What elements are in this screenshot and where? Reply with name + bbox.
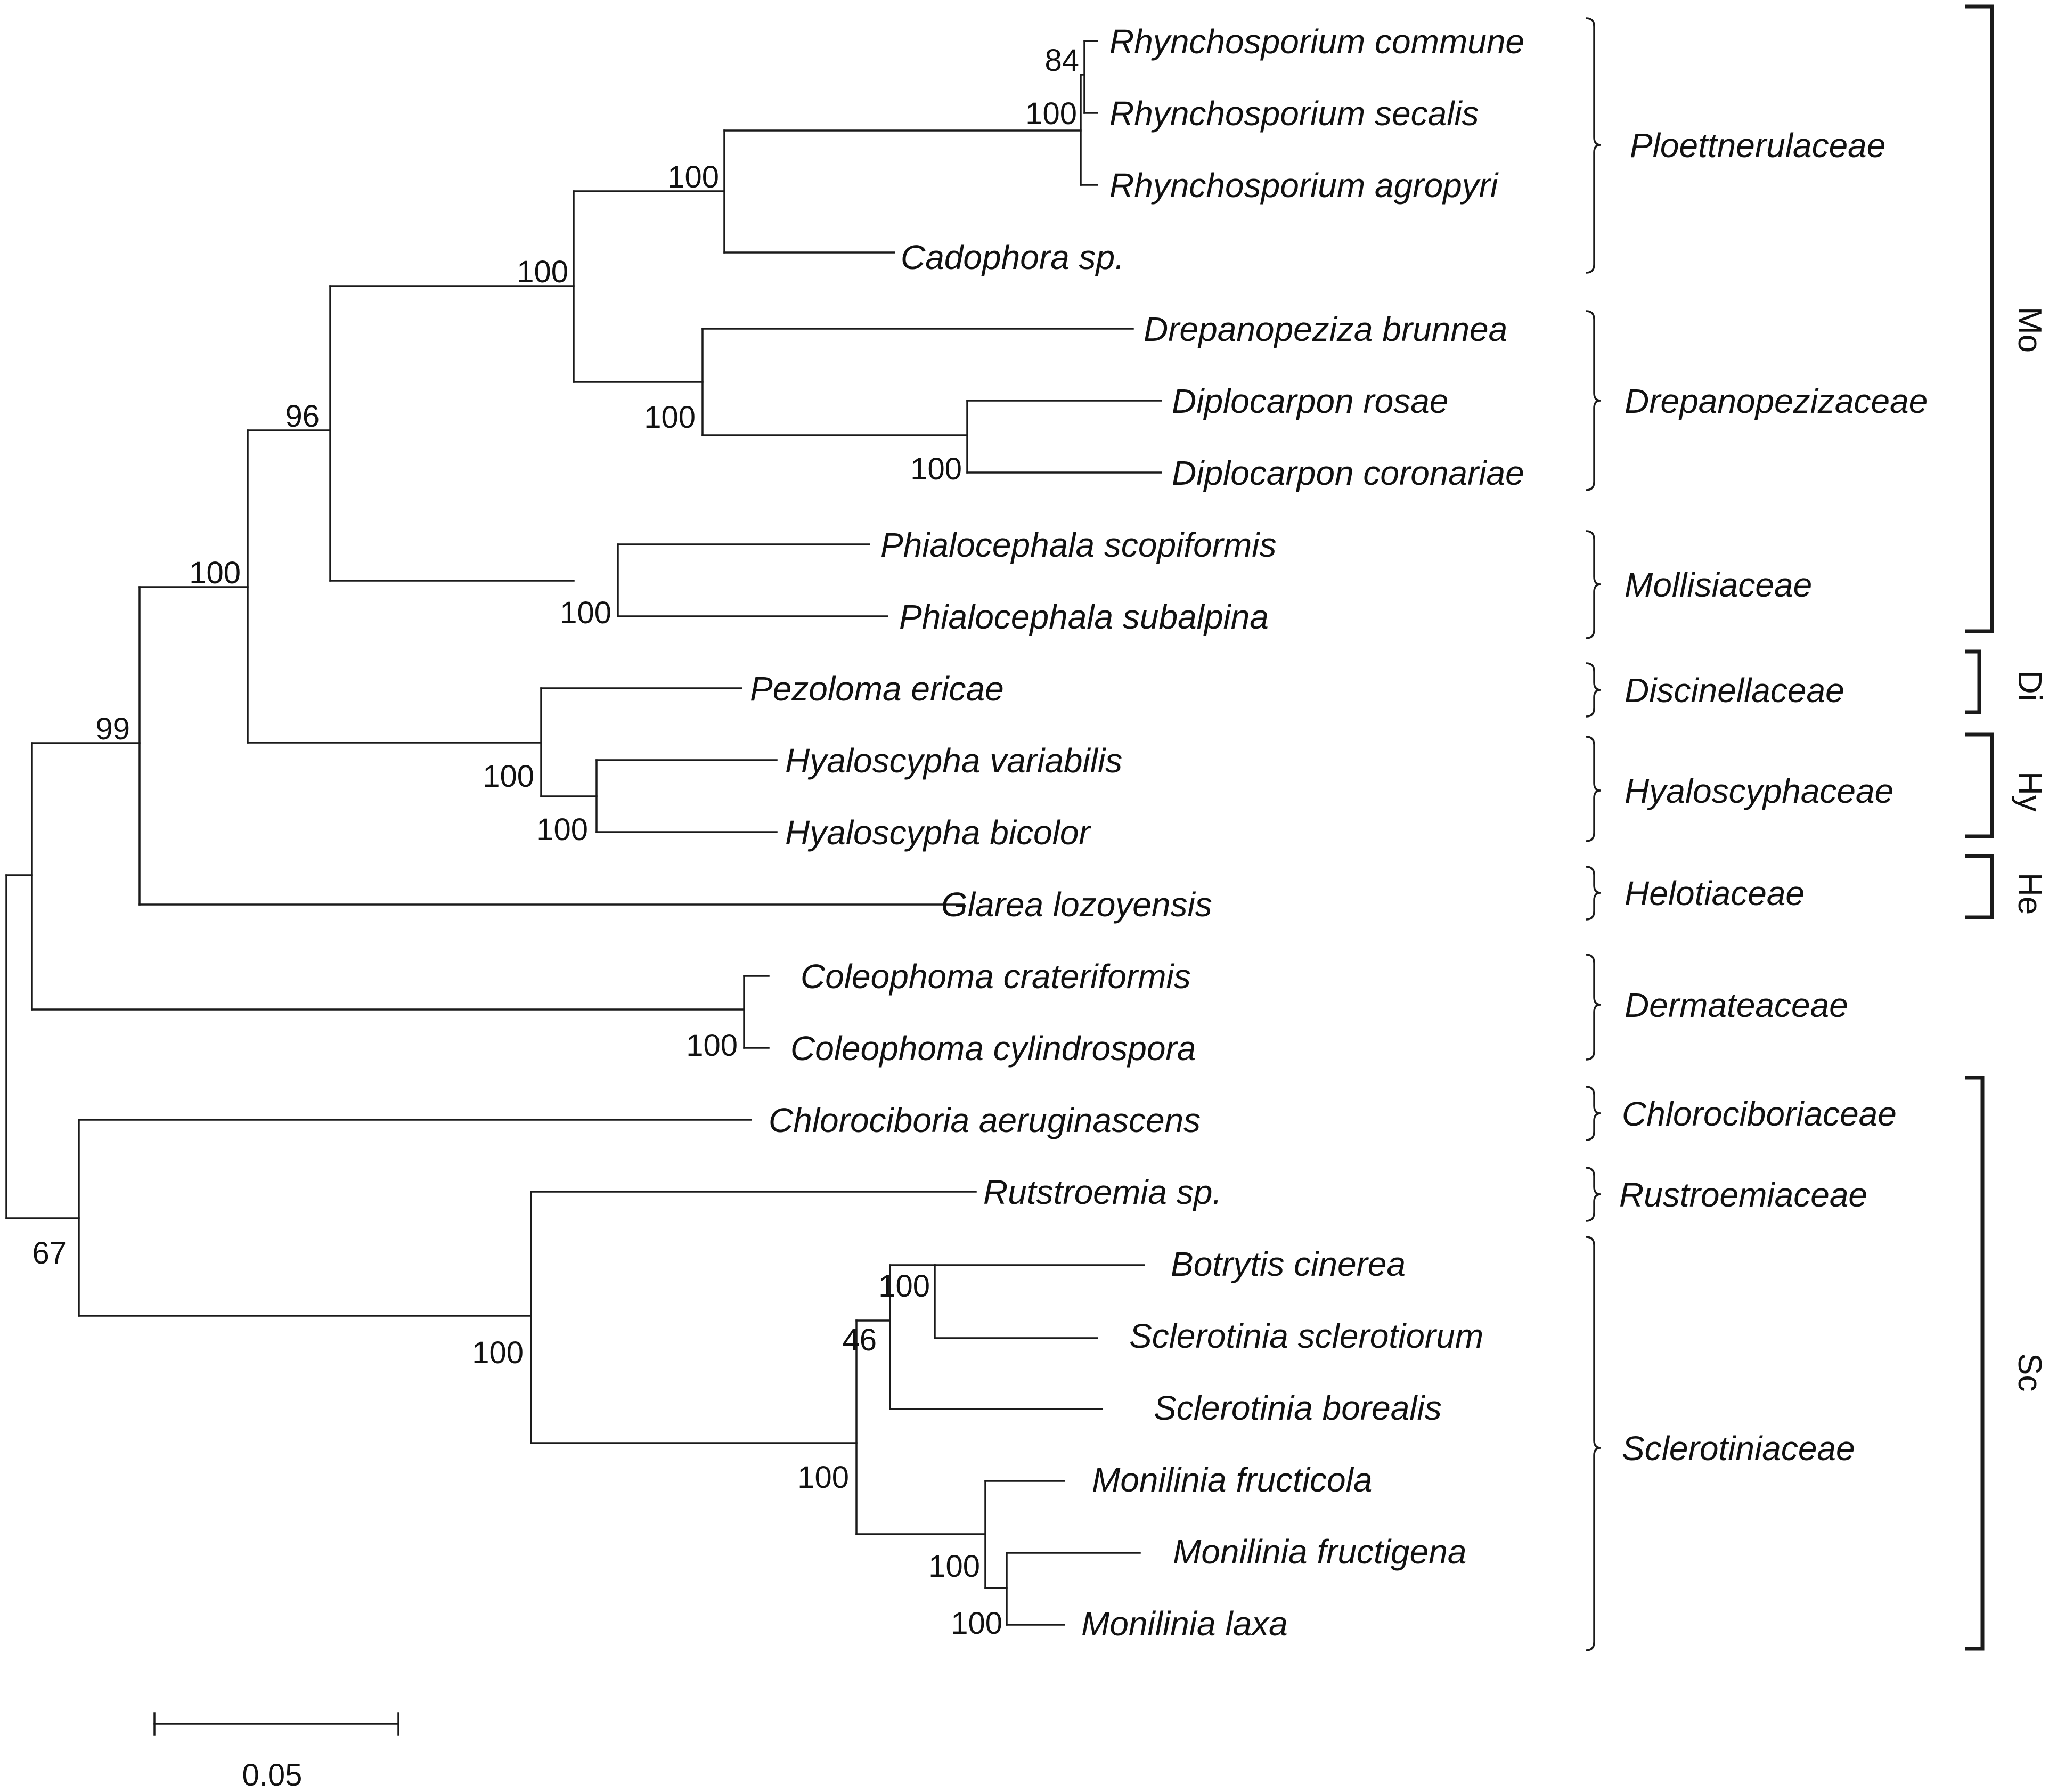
support-value: 46 [842, 1323, 877, 1357]
family-label: Mollisiaceae [1625, 566, 1812, 604]
family-label: Dermateaceae [1625, 986, 1848, 1024]
family-braces [1586, 17, 1601, 1651]
clade-labels: Mo Di Hy He Sc [2011, 307, 2048, 1391]
support-value: 84 [1044, 43, 1079, 78]
taxon-label: Rhynchosporium commune [1109, 22, 1524, 61]
clade-brackets [1965, 4, 1994, 1651]
taxon-label: Pezoloma ericae [750, 670, 1004, 708]
clade-label: Sc [2011, 1353, 2048, 1391]
support-value: 100 [483, 759, 534, 794]
taxon-label: Rutstroemia sp. [983, 1173, 1222, 1211]
scale-bar-label: 0.05 [242, 1758, 303, 1792]
taxon-label: Diplocarpon rosae [1172, 382, 1448, 420]
support-value: 100 [517, 255, 568, 289]
support-value: 100 [560, 596, 611, 630]
support-value: 100 [686, 1028, 738, 1063]
taxon-label: Sclerotinia borealis [1154, 1389, 1442, 1427]
taxon-label: Sclerotinia sclerotiorum [1129, 1317, 1483, 1355]
scale-bar: 0.05 [153, 1712, 399, 1792]
taxon-label: Hyaloscypha variabilis [785, 742, 1122, 780]
support-value: 100 [951, 1606, 1002, 1641]
taxon-label: Rhynchosporium secalis [1109, 94, 1479, 133]
support-value: 100 [910, 452, 962, 486]
support-value: 100 [472, 1335, 524, 1370]
taxon-label: Hyaloscypha bicolor [785, 813, 1091, 852]
support-value: 100 [928, 1549, 980, 1584]
support-value: 100 [878, 1269, 930, 1304]
family-labels: Ploettnerulaceae Drepanopezizaceae Molli… [1619, 126, 1928, 1468]
family-label: Ploettnerulaceae [1630, 126, 1885, 165]
support-value: 100 [644, 400, 696, 435]
clade-label: Mo [2011, 307, 2048, 353]
clade-label: Di [2011, 670, 2048, 702]
family-label: Sclerotiniaceae [1622, 1429, 1855, 1468]
support-value: 100 [797, 1460, 849, 1495]
bootstrap-support-values: 84 100 100 100 100 100 96 100 100 99 100… [32, 43, 1079, 1641]
taxon-label: Drepanopeziza brunnea [1144, 310, 1507, 348]
support-value: 100 [1025, 96, 1077, 131]
taxon-label: Cadophora sp. [901, 238, 1124, 276]
tree-branches [5, 40, 1162, 1626]
taxon-label: Phialocephala subalpina [899, 598, 1269, 636]
support-value: 67 [32, 1236, 67, 1270]
support-value: 100 [189, 556, 241, 590]
taxon-labels: Rhynchosporium commune Rhynchosporium se… [750, 22, 1524, 1643]
family-label: Drepanopezizaceae [1625, 382, 1928, 420]
family-label: Discinellaceae [1625, 671, 1844, 710]
taxon-label: Coleophoma cylindrospora [790, 1029, 1196, 1068]
family-label: Helotiaceae [1625, 874, 1805, 913]
family-label: Hyaloscyphaceae [1625, 772, 1893, 810]
clade-label: He [2011, 873, 2048, 915]
taxon-label: Rhynchosporium agropyri [1109, 166, 1499, 205]
taxon-label: Glarea lozoyensis [941, 885, 1212, 924]
taxon-label: Diplocarpon coronariae [1172, 454, 1524, 492]
family-label: Chlorociboriaceae [1622, 1095, 1897, 1133]
support-value: 100 [536, 812, 588, 847]
taxon-label: Chlorociboria aeruginascens [769, 1101, 1201, 1139]
taxon-label: Phialocephala scopiformis [880, 526, 1277, 564]
support-value: 99 [95, 712, 130, 746]
clade-label: Hy [2011, 771, 2048, 812]
family-label: Rustroemiaceae [1619, 1176, 1867, 1214]
taxon-label: Monilinia fructigena [1173, 1533, 1466, 1571]
support-value: 96 [285, 399, 320, 434]
taxon-label: Monilinia fructicola [1092, 1461, 1372, 1499]
taxon-label: Botrytis cinerea [1171, 1245, 1406, 1283]
taxon-label: Monilinia laxa [1081, 1604, 1288, 1643]
support-value: 100 [667, 160, 719, 194]
taxon-label: Coleophoma crateriformis [801, 957, 1191, 996]
